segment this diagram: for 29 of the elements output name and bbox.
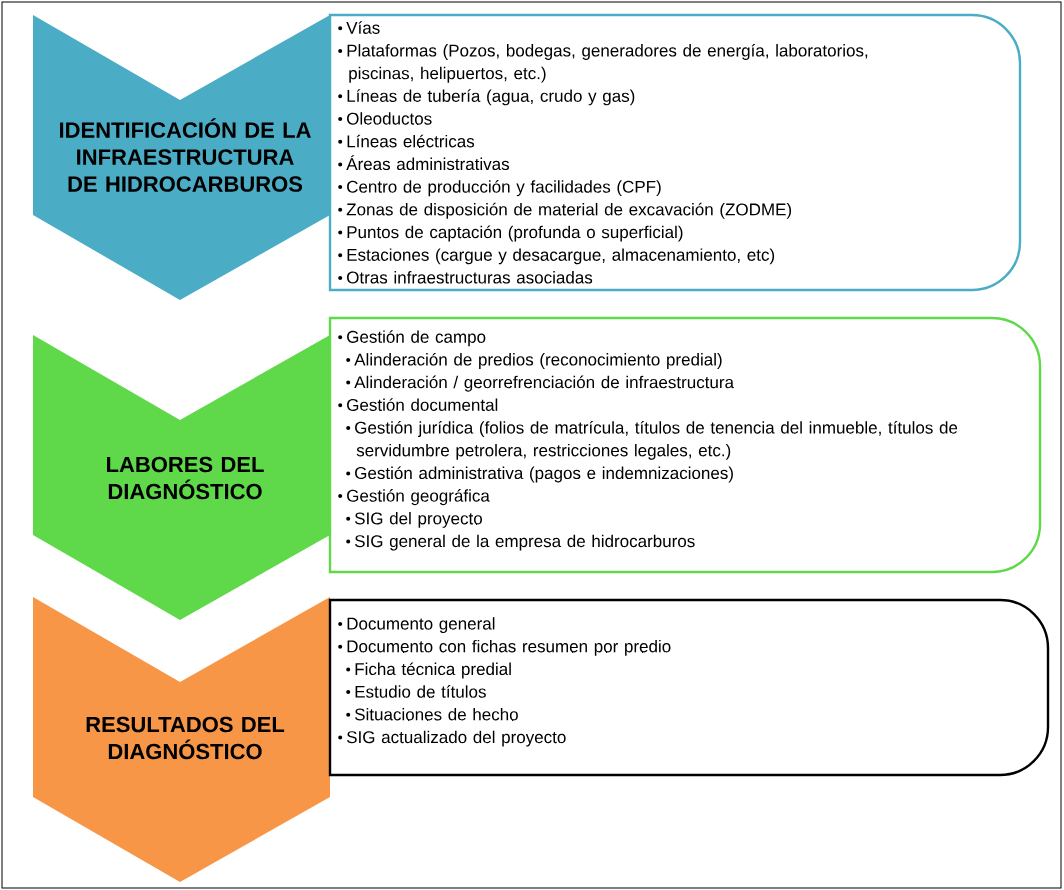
- list-item: Situaciones de hecho: [355, 708, 518, 721]
- list-item: Vías: [346, 21, 380, 34]
- list-item: Gestión documental: [347, 398, 498, 411]
- list-item: Centro de producción y facilidades (CPF): [347, 180, 661, 197]
- list-item: Gestión jurídica (folios de matrícula, títulos de tenencia del inmueble, títulos de servidumbre petrolera, restricciones legales, etc.): [355, 421, 958, 460]
- list-item: Alinderación de predios (reconocimiento predial): [354, 352, 722, 369]
- list-item: SIG general de la empresa de hidrocarburos: [355, 534, 695, 551]
- step-banner: IDENTIFICACIÓN DE LA INFRAESTRUCTURA DE HIDROCARBUROS: [33, 15, 330, 300]
- list-item: Zonas de disposición de material de excavación (ZODME): [346, 202, 792, 219]
- list-item: SIG actualizado del proyecto: [347, 730, 566, 747]
- step-banner: RESULTADOS DEL DIAGNÓSTICO: [33, 597, 330, 882]
- list-item: Puntos de captación (profunda o superficial): [347, 225, 683, 242]
- list-item: SIG del proyecto: [355, 512, 482, 528]
- list-item: Líneas de tubería (agua, crudo y gas): [347, 89, 635, 106]
- list-item: Oleoductos: [347, 112, 432, 125]
- list-item: Alinderación / georrefrenciación de infraestructura: [354, 375, 734, 392]
- list-item: Gestión de campo: [347, 330, 486, 347]
- list-item: Áreas administrativas: [346, 155, 509, 171]
- list-item: Líneas eléctricas: [347, 134, 475, 148]
- list-item: Documento general: [347, 617, 495, 634]
- list-item: Estudio de títulos: [355, 685, 486, 698]
- step-banner: LABORES DEL DIAGNÓSTICO: [33, 335, 330, 620]
- list-item: Otras infraestructuras asociadas: [347, 271, 593, 284]
- list-item: Ficha técnica predial: [355, 662, 511, 679]
- list-item: Gestión administrativa (pagos e indemnizaciones): [355, 466, 733, 483]
- list-item: Gestión geográfica: [347, 489, 490, 506]
- list-item: Estaciones (cargue y desacargue, almacenamiento, etc): [347, 248, 775, 265]
- list-item: Documento con fichas resumen por predio: [347, 639, 671, 656]
- list-item: Plataformas (Pozos, bodegas, generadores de energía, laboratorios, piscinas, helipuertos, etc.): [347, 43, 868, 83]
